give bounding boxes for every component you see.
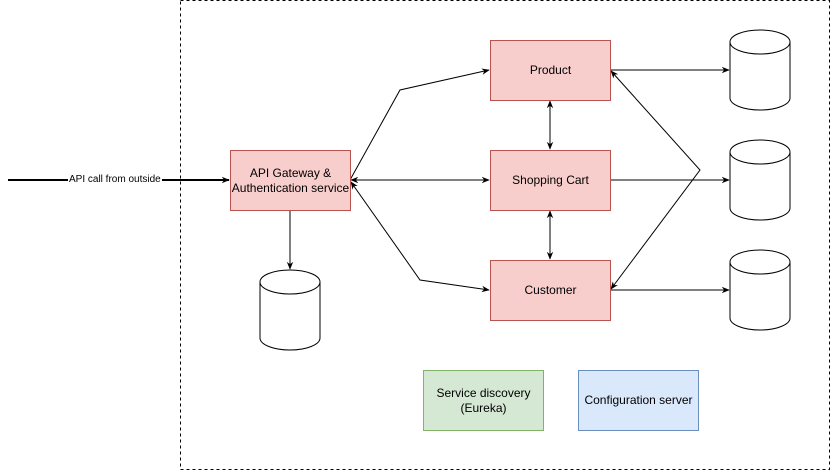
gateway-customer-arrow bbox=[350, 181, 490, 293]
system-boundary bbox=[180, 0, 830, 470]
product-customer-arrow bbox=[610, 70, 701, 290]
cart-node[interactable]: Shopping Cart bbox=[490, 150, 611, 211]
customer-node-label: Customer bbox=[524, 283, 577, 297]
gateway-node[interactable]: API Gateway & Authentication service bbox=[230, 150, 351, 211]
cart-node-label: Shopping Cart bbox=[512, 173, 589, 187]
gateway-product-arrow bbox=[349, 68, 490, 181]
product-database-icon bbox=[729, 29, 791, 111]
gateway-node-label: API Gateway & Authentication service bbox=[231, 165, 350, 195]
product-node[interactable]: Product bbox=[490, 40, 611, 101]
discovery-node-label: Service discovery (Eureka) bbox=[436, 385, 531, 415]
config-node[interactable]: Configuration server bbox=[578, 370, 699, 431]
external-call-label: API call from outside bbox=[68, 174, 162, 186]
discovery-node[interactable]: Service discovery (Eureka) bbox=[423, 370, 544, 431]
gateway-database-icon bbox=[259, 269, 321, 351]
cart-database-icon bbox=[729, 139, 791, 221]
customer-node[interactable]: Customer bbox=[490, 260, 611, 321]
customer-database-icon bbox=[729, 249, 791, 331]
config-node-label: Configuration server bbox=[584, 393, 693, 407]
product-node-label: Product bbox=[529, 63, 572, 77]
